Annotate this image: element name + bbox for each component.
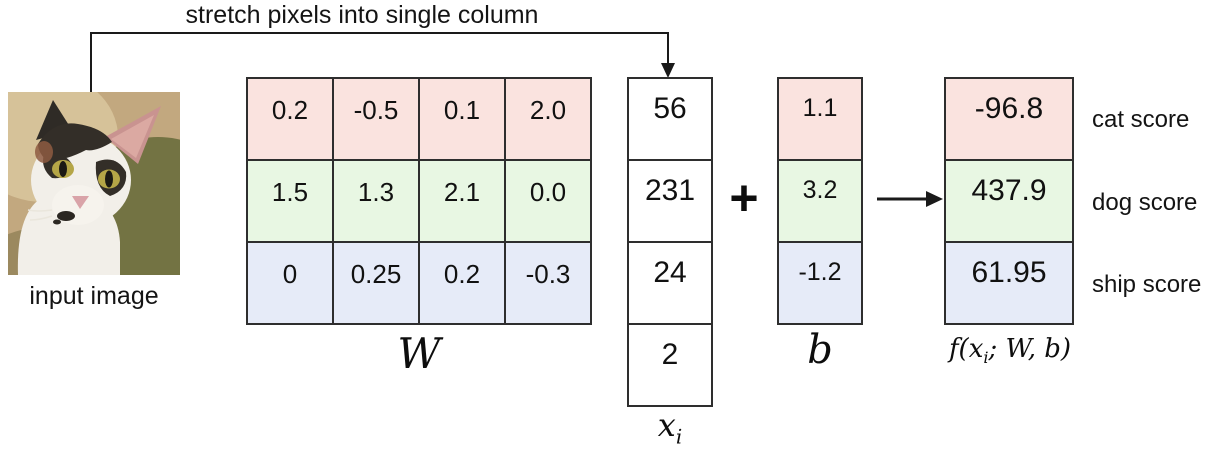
- w-cell: 0: [248, 243, 332, 323]
- plus-operator: +: [729, 170, 759, 226]
- f-cell: 437.9: [946, 161, 1072, 241]
- cat-score-label: cat score: [1092, 106, 1190, 133]
- x-cell: 24: [629, 243, 711, 323]
- w-cell: 0.0: [506, 161, 590, 241]
- w-cell: 0.1: [420, 79, 504, 159]
- result-arrow-head: [926, 191, 943, 207]
- x-cell: 231: [629, 161, 711, 241]
- input-image: [0, 72, 253, 327]
- w-cell: -0.3: [506, 243, 590, 323]
- dog-score-label: dog score: [1092, 189, 1198, 216]
- x-cell: 2: [629, 325, 711, 405]
- b-cell: 1.1: [779, 79, 861, 159]
- b-cell: -1.2: [779, 243, 861, 323]
- stretch-arrow-head: [661, 63, 675, 78]
- pixel-column-vector: 56 231 24 2: [627, 77, 713, 407]
- w-cell: 2.1: [420, 161, 504, 241]
- w-cell: 1.3: [334, 161, 418, 241]
- w-cell: 0.25: [334, 243, 418, 323]
- w-cell: 0.2: [420, 243, 504, 323]
- score-vector: -96.8 437.9 61.95: [944, 77, 1074, 325]
- w-cell: 1.5: [248, 161, 332, 241]
- bias-vector: 1.1 3.2 -1.2: [777, 77, 863, 325]
- f-cell: 61.95: [946, 243, 1072, 323]
- stretch-pixels-label: stretch pixels into single column: [185, 1, 539, 29]
- f-vector-label: f(xi; W, b): [948, 334, 1072, 368]
- b-vector-label: b: [807, 327, 833, 373]
- ship-score-label: ship score: [1092, 271, 1202, 298]
- w-cell: -0.5: [334, 79, 418, 159]
- w-cell: 2.0: [506, 79, 590, 159]
- f-cell: -96.8: [946, 79, 1072, 159]
- cat-photo: [0, 72, 253, 327]
- w-matrix-label: W: [397, 329, 441, 378]
- x-cell: 56: [629, 79, 711, 159]
- input-image-caption: input image: [29, 282, 159, 310]
- weight-matrix: 0.2 -0.5 0.1 2.0 1.5 1.3 2.1 0.0 0 0.25 …: [246, 77, 592, 325]
- w-cell: 0.2: [248, 79, 332, 159]
- b-cell: 3.2: [779, 161, 861, 241]
- x-vector-label: xi: [657, 406, 683, 449]
